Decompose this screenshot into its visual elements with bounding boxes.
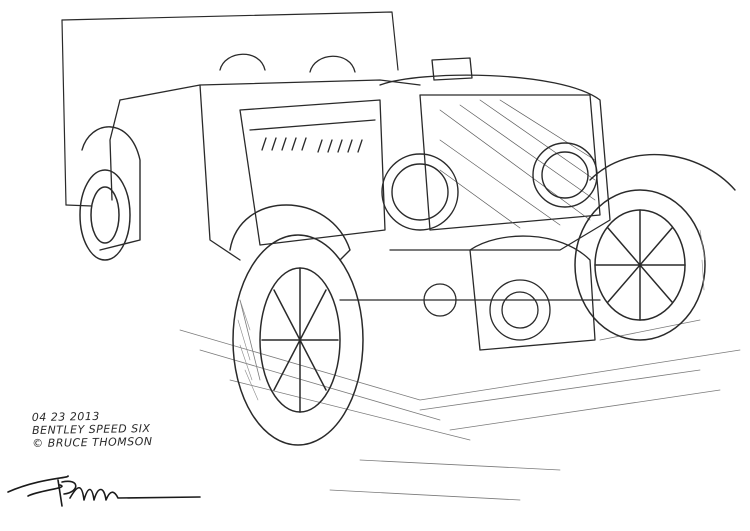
tyre-shading	[237, 229, 706, 401]
artist-signature	[7, 475, 201, 507]
front-fender-left	[229, 204, 351, 261]
front-wheel-right	[574, 189, 706, 341]
front-fender-right	[589, 153, 736, 191]
rear-wheel	[79, 169, 131, 261]
car-body	[109, 53, 611, 261]
headlamp-left	[381, 153, 459, 231]
sketch-caption: 04 23 2013 BENTLEY SPEED SIX © BRUCE THO…	[32, 409, 153, 450]
radiator-grille	[439, 99, 596, 229]
ground-shadow	[179, 299, 741, 501]
caption-credit: © BRUCE THOMSON	[32, 434, 153, 451]
front-wheel-left	[232, 234, 364, 446]
rear-fender	[81, 126, 141, 251]
supercharger	[339, 235, 601, 351]
headlamp-right	[532, 142, 598, 208]
background-frame	[61, 11, 399, 207]
